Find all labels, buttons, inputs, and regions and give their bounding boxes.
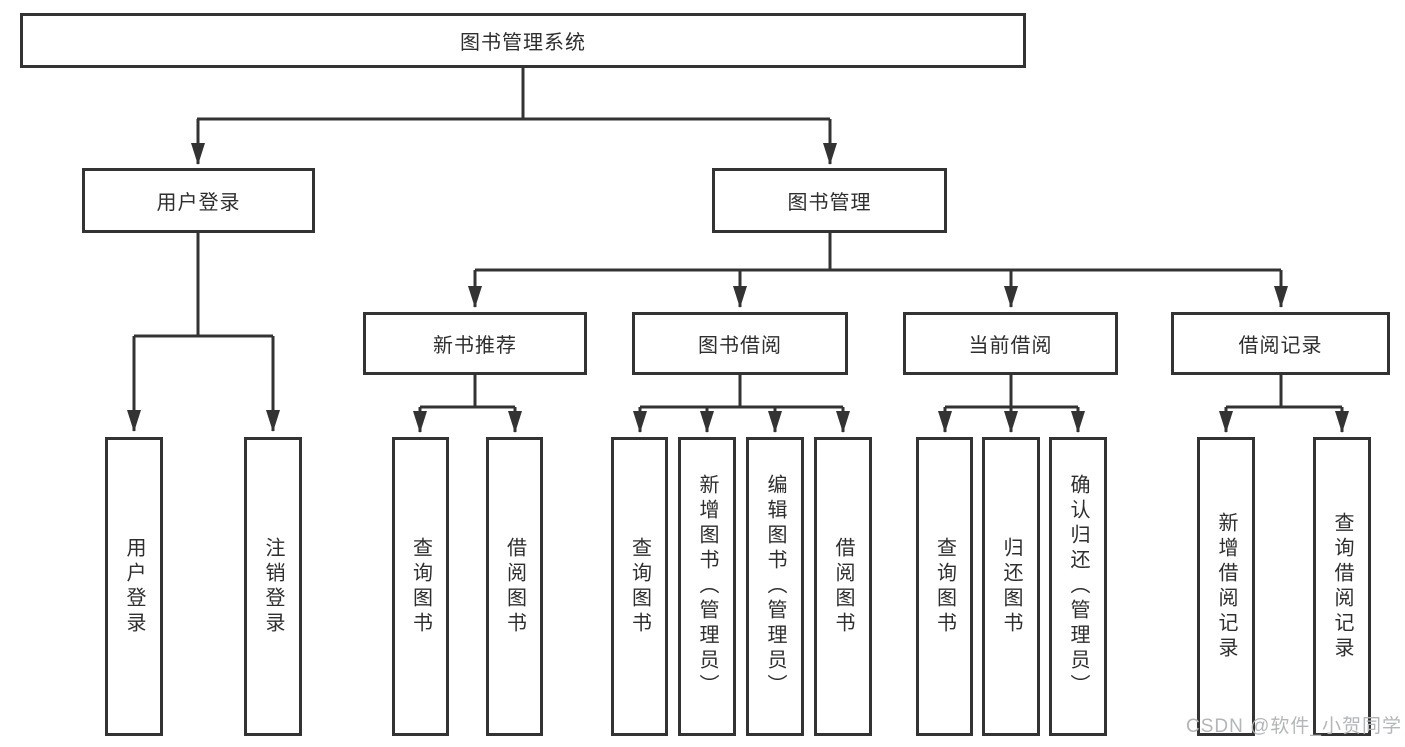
leaf-borrow-books-recommend: 借阅图书 — [486, 437, 543, 736]
node-label: 查询图书 — [628, 536, 651, 637]
node-label: 新书推荐 — [433, 335, 517, 357]
node-label: 编辑图书（管理员） — [764, 474, 786, 699]
csdn-watermark: CSDN @软件_小贺同学 — [1186, 716, 1402, 737]
leaf-query-books-recommend: 查询图书 — [392, 437, 449, 736]
node-label: 查询图书 — [933, 536, 956, 637]
node-label: 新增借阅记录 — [1215, 511, 1237, 662]
node-label: 新增图书（管理员） — [696, 474, 718, 699]
leaf-query-books-borrowing: 查询图书 — [611, 437, 668, 736]
node-book-management: 图书管理 — [712, 168, 947, 233]
node-label: 当前借阅 — [968, 335, 1053, 357]
leaf-query-books-current: 查询图书 — [916, 437, 973, 736]
node-label: 用户登录 — [156, 192, 241, 214]
node-label: 图书管理 — [787, 192, 872, 214]
leaf-query-borrow-record: 查询借阅记录 — [1313, 437, 1371, 736]
node-book-management-system: 图书管理系统 — [20, 13, 1026, 68]
node-label: 确认归还（管理员） — [1067, 474, 1089, 699]
node-label: 注销登录 — [262, 536, 284, 637]
leaf-logout: 注销登录 — [244, 437, 302, 736]
node-label: 查询图书 — [409, 536, 432, 637]
leaf-add-borrow-record: 新增借阅记录 — [1197, 437, 1255, 736]
node-label: 借阅记录 — [1238, 335, 1323, 357]
leaf-return-books: 归还图书 — [982, 437, 1040, 736]
node-label: 借阅图书 — [503, 536, 526, 637]
leaf-add-books-admin: 新增图书（管理员） — [678, 437, 736, 736]
leaf-edit-books-admin: 编辑图书（管理员） — [746, 437, 804, 736]
leaf-confirm-return-admin: 确认归还（管理员） — [1049, 437, 1107, 736]
node-label: 查询借阅记录 — [1331, 511, 1353, 662]
node-label: 用户登录 — [123, 536, 145, 637]
node-current-borrowing: 当前借阅 — [903, 312, 1118, 375]
node-borrowing-records: 借阅记录 — [1171, 312, 1390, 375]
leaf-borrow-books: 借阅图书 — [814, 437, 872, 736]
node-label: 图书借阅 — [698, 335, 782, 357]
node-label: 归还图书 — [1000, 536, 1022, 637]
node-label: 图书管理系统 — [460, 32, 586, 54]
node-user-login: 用户登录 — [82, 168, 315, 233]
node-new-book-recommend: 新书推荐 — [363, 312, 587, 375]
node-label: 借阅图书 — [832, 536, 854, 637]
leaf-user-login: 用户登录 — [105, 437, 163, 736]
node-book-borrowing: 图书借阅 — [632, 312, 848, 375]
